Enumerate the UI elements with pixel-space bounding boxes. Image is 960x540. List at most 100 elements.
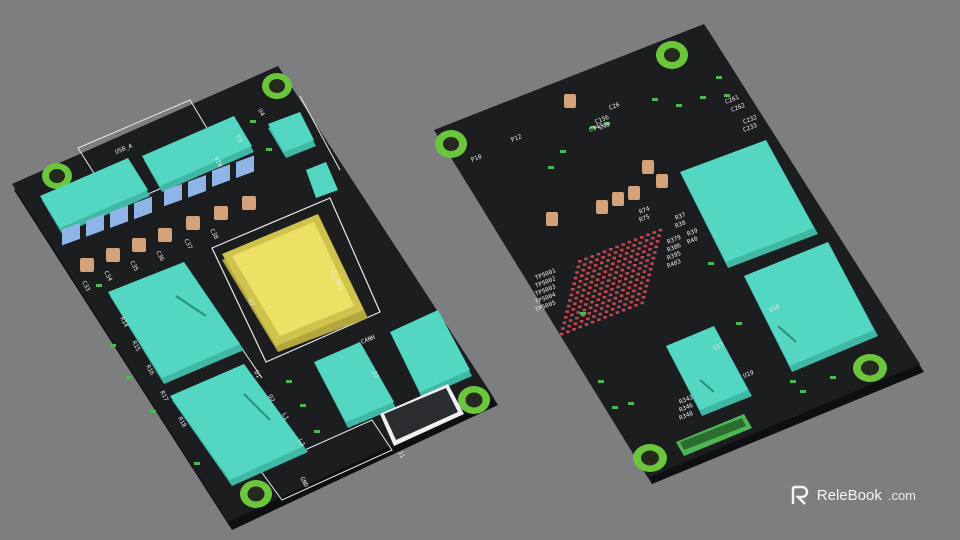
bga-pad xyxy=(649,242,654,245)
bga-pad xyxy=(640,256,645,259)
bga-pad xyxy=(593,289,597,293)
bga-pad xyxy=(646,233,650,237)
right-bga-label: R40 xyxy=(686,235,699,246)
bga-pad xyxy=(569,293,574,297)
bga-pad xyxy=(617,280,622,283)
bga-pad xyxy=(606,259,610,262)
bga-pad xyxy=(592,269,596,273)
bga-pad xyxy=(607,253,612,257)
bga-pad xyxy=(578,280,583,283)
left-ref-label: R18 xyxy=(176,416,187,429)
right-misc-label: U17 xyxy=(712,341,725,352)
bga-pad xyxy=(580,294,585,297)
right-cyan-module-small xyxy=(666,326,752,416)
bga-pad xyxy=(653,251,657,254)
bga-pad xyxy=(602,276,606,279)
bga-pad xyxy=(584,277,589,281)
left-cyan-module-br-b xyxy=(390,310,472,398)
bga-pad xyxy=(595,258,599,261)
left-ref-label: L1 xyxy=(280,412,290,422)
bga-pad xyxy=(575,291,580,294)
right-mount-hole-tl xyxy=(435,130,467,158)
bga-pad xyxy=(604,264,609,268)
bga-pad xyxy=(573,322,578,325)
bga-pad xyxy=(631,269,636,273)
bga-pad xyxy=(584,323,589,326)
bga-pad xyxy=(602,250,607,253)
bga-pad xyxy=(628,260,632,264)
bga-pad xyxy=(613,276,617,280)
bga-pad xyxy=(630,295,635,298)
bga-pad xyxy=(633,284,638,287)
right-green-smd-parts xyxy=(548,76,836,409)
bga-pad xyxy=(595,304,599,307)
bga-pad xyxy=(572,328,576,331)
right-mount-hole-br xyxy=(853,354,887,382)
bga-pad xyxy=(594,284,598,287)
bga-pad xyxy=(577,285,581,289)
right-top-label: C26 xyxy=(608,101,621,112)
bga-pad xyxy=(618,300,622,303)
bga-pad xyxy=(645,259,649,262)
left-cyan-module-top-a xyxy=(40,158,150,234)
bga-pad xyxy=(610,308,615,311)
bga-pad xyxy=(582,263,587,266)
bga-pad xyxy=(616,285,620,289)
bga-pad xyxy=(615,291,619,294)
relebook-watermark: ReleBook.com xyxy=(789,484,916,506)
left-mount-hole-tl xyxy=(42,163,72,189)
bga-pad xyxy=(651,236,655,240)
bga-pad xyxy=(600,281,605,285)
bga-pad xyxy=(638,241,643,245)
bga-pad xyxy=(613,251,618,254)
bga-pad xyxy=(634,258,638,261)
bga-pad xyxy=(658,228,663,232)
bga-pad xyxy=(619,274,623,277)
bga-pad xyxy=(641,276,645,279)
bga-pad xyxy=(565,310,569,313)
bga-pad xyxy=(614,271,618,274)
bga-pad xyxy=(610,288,614,291)
bga-pad xyxy=(571,288,575,291)
bga-pad xyxy=(586,272,590,275)
left-ref-label: C33 xyxy=(80,280,91,293)
bga-pad xyxy=(609,313,613,317)
bga-pad xyxy=(643,244,647,248)
bga-pad xyxy=(637,292,641,296)
bga-pad xyxy=(586,317,590,321)
left-cyan-module-top-b xyxy=(142,116,254,192)
bga-pad xyxy=(623,303,627,306)
right-bga-grid xyxy=(559,228,663,336)
bga-pad xyxy=(584,303,588,306)
bga-pad xyxy=(619,294,624,297)
bga-pad xyxy=(589,280,594,284)
bga-pad xyxy=(603,270,607,273)
bga-pad xyxy=(595,278,600,281)
bga-pad xyxy=(579,320,584,323)
right-top-label: P12 xyxy=(510,133,523,144)
bga-pad xyxy=(576,265,581,269)
bga-pad xyxy=(604,290,608,293)
left-pin-header xyxy=(380,384,464,446)
bga-pad xyxy=(568,319,573,322)
bga-pad xyxy=(581,268,585,272)
bga-pad xyxy=(591,275,595,278)
bga-pad xyxy=(582,308,587,312)
bga-pad xyxy=(624,297,629,301)
bga-pad xyxy=(643,290,647,293)
bga-pad xyxy=(627,286,631,289)
bga-pad xyxy=(620,248,624,252)
bga-pad xyxy=(640,236,644,239)
right-bga-label: R37 xyxy=(674,211,687,222)
bga-pad xyxy=(589,260,593,264)
bga-pad xyxy=(617,305,621,309)
left-ref-label: U2 xyxy=(246,298,256,308)
bga-pad xyxy=(605,284,609,288)
bga-pad xyxy=(590,255,594,258)
bga-pad xyxy=(617,260,621,263)
bga-pad xyxy=(596,252,601,256)
right-cyan-module-top xyxy=(680,140,818,268)
bga-pad xyxy=(641,296,646,299)
left-cyan-module-small xyxy=(268,112,316,158)
